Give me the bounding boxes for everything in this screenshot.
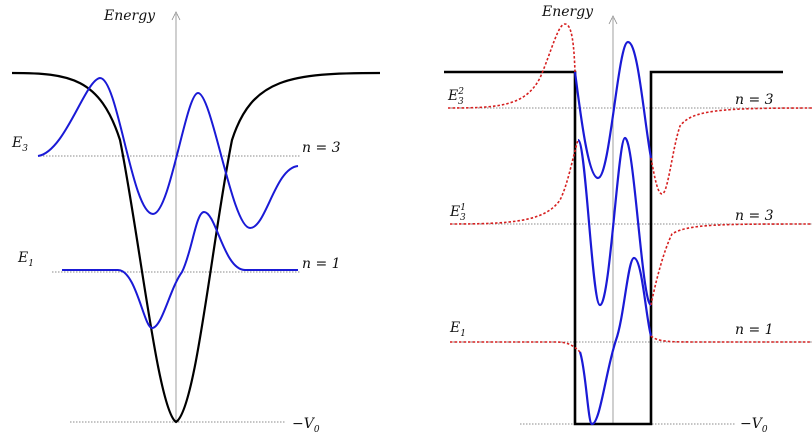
left-energy-axis-arrow <box>171 11 181 21</box>
left-energy-axis-label: Energy <box>103 8 156 24</box>
right-wavefunction-e1-tail-left <box>450 341 581 353</box>
right-wavefunction-e3-1-tail-left <box>449 139 579 225</box>
right-quantum-label-n1: n = 1 <box>735 322 774 338</box>
right-level-label-e1: E1 <box>449 320 466 339</box>
left-level-label-e1: E1 <box>17 250 34 269</box>
right-energy-axis-label: Energy <box>541 4 594 20</box>
right-wavefunction-e3-2-tail-left <box>447 23 576 109</box>
right-wavefunction-e3-2-inside <box>573 40 653 180</box>
right-bottom-label-v0: −V0 <box>740 416 768 435</box>
right-quantum-label-n3-upper: n = 3 <box>735 92 774 108</box>
right-wavefunction-e3-1-tail-right <box>650 223 812 306</box>
right-wavefunction-e1-tail-right <box>650 335 812 343</box>
right-quantum-label-n3-lower: n = 3 <box>735 208 774 224</box>
right-wavefunction-e3-2-tail-right <box>650 107 812 195</box>
left-quantum-label-n3: n = 3 <box>302 140 341 156</box>
right-energy-axis-arrow <box>608 15 618 25</box>
left-bottom-label-v0: −V0 <box>292 416 320 435</box>
left-wavefunction-n3 <box>37 76 299 230</box>
left-wavefunction-n1 <box>62 210 298 330</box>
right-wavefunction-e1-inside <box>578 256 653 426</box>
left-panel: Energy E3 n = 3 E1 n = 1 −V0 <box>11 8 381 435</box>
left-level-label-e3: E3 <box>11 135 28 154</box>
left-potential-well <box>11 71 381 424</box>
left-quantum-label-n1: n = 1 <box>302 256 341 272</box>
right-potential-well <box>444 70 783 426</box>
right-wavefunction-e3-1-inside <box>576 136 653 307</box>
